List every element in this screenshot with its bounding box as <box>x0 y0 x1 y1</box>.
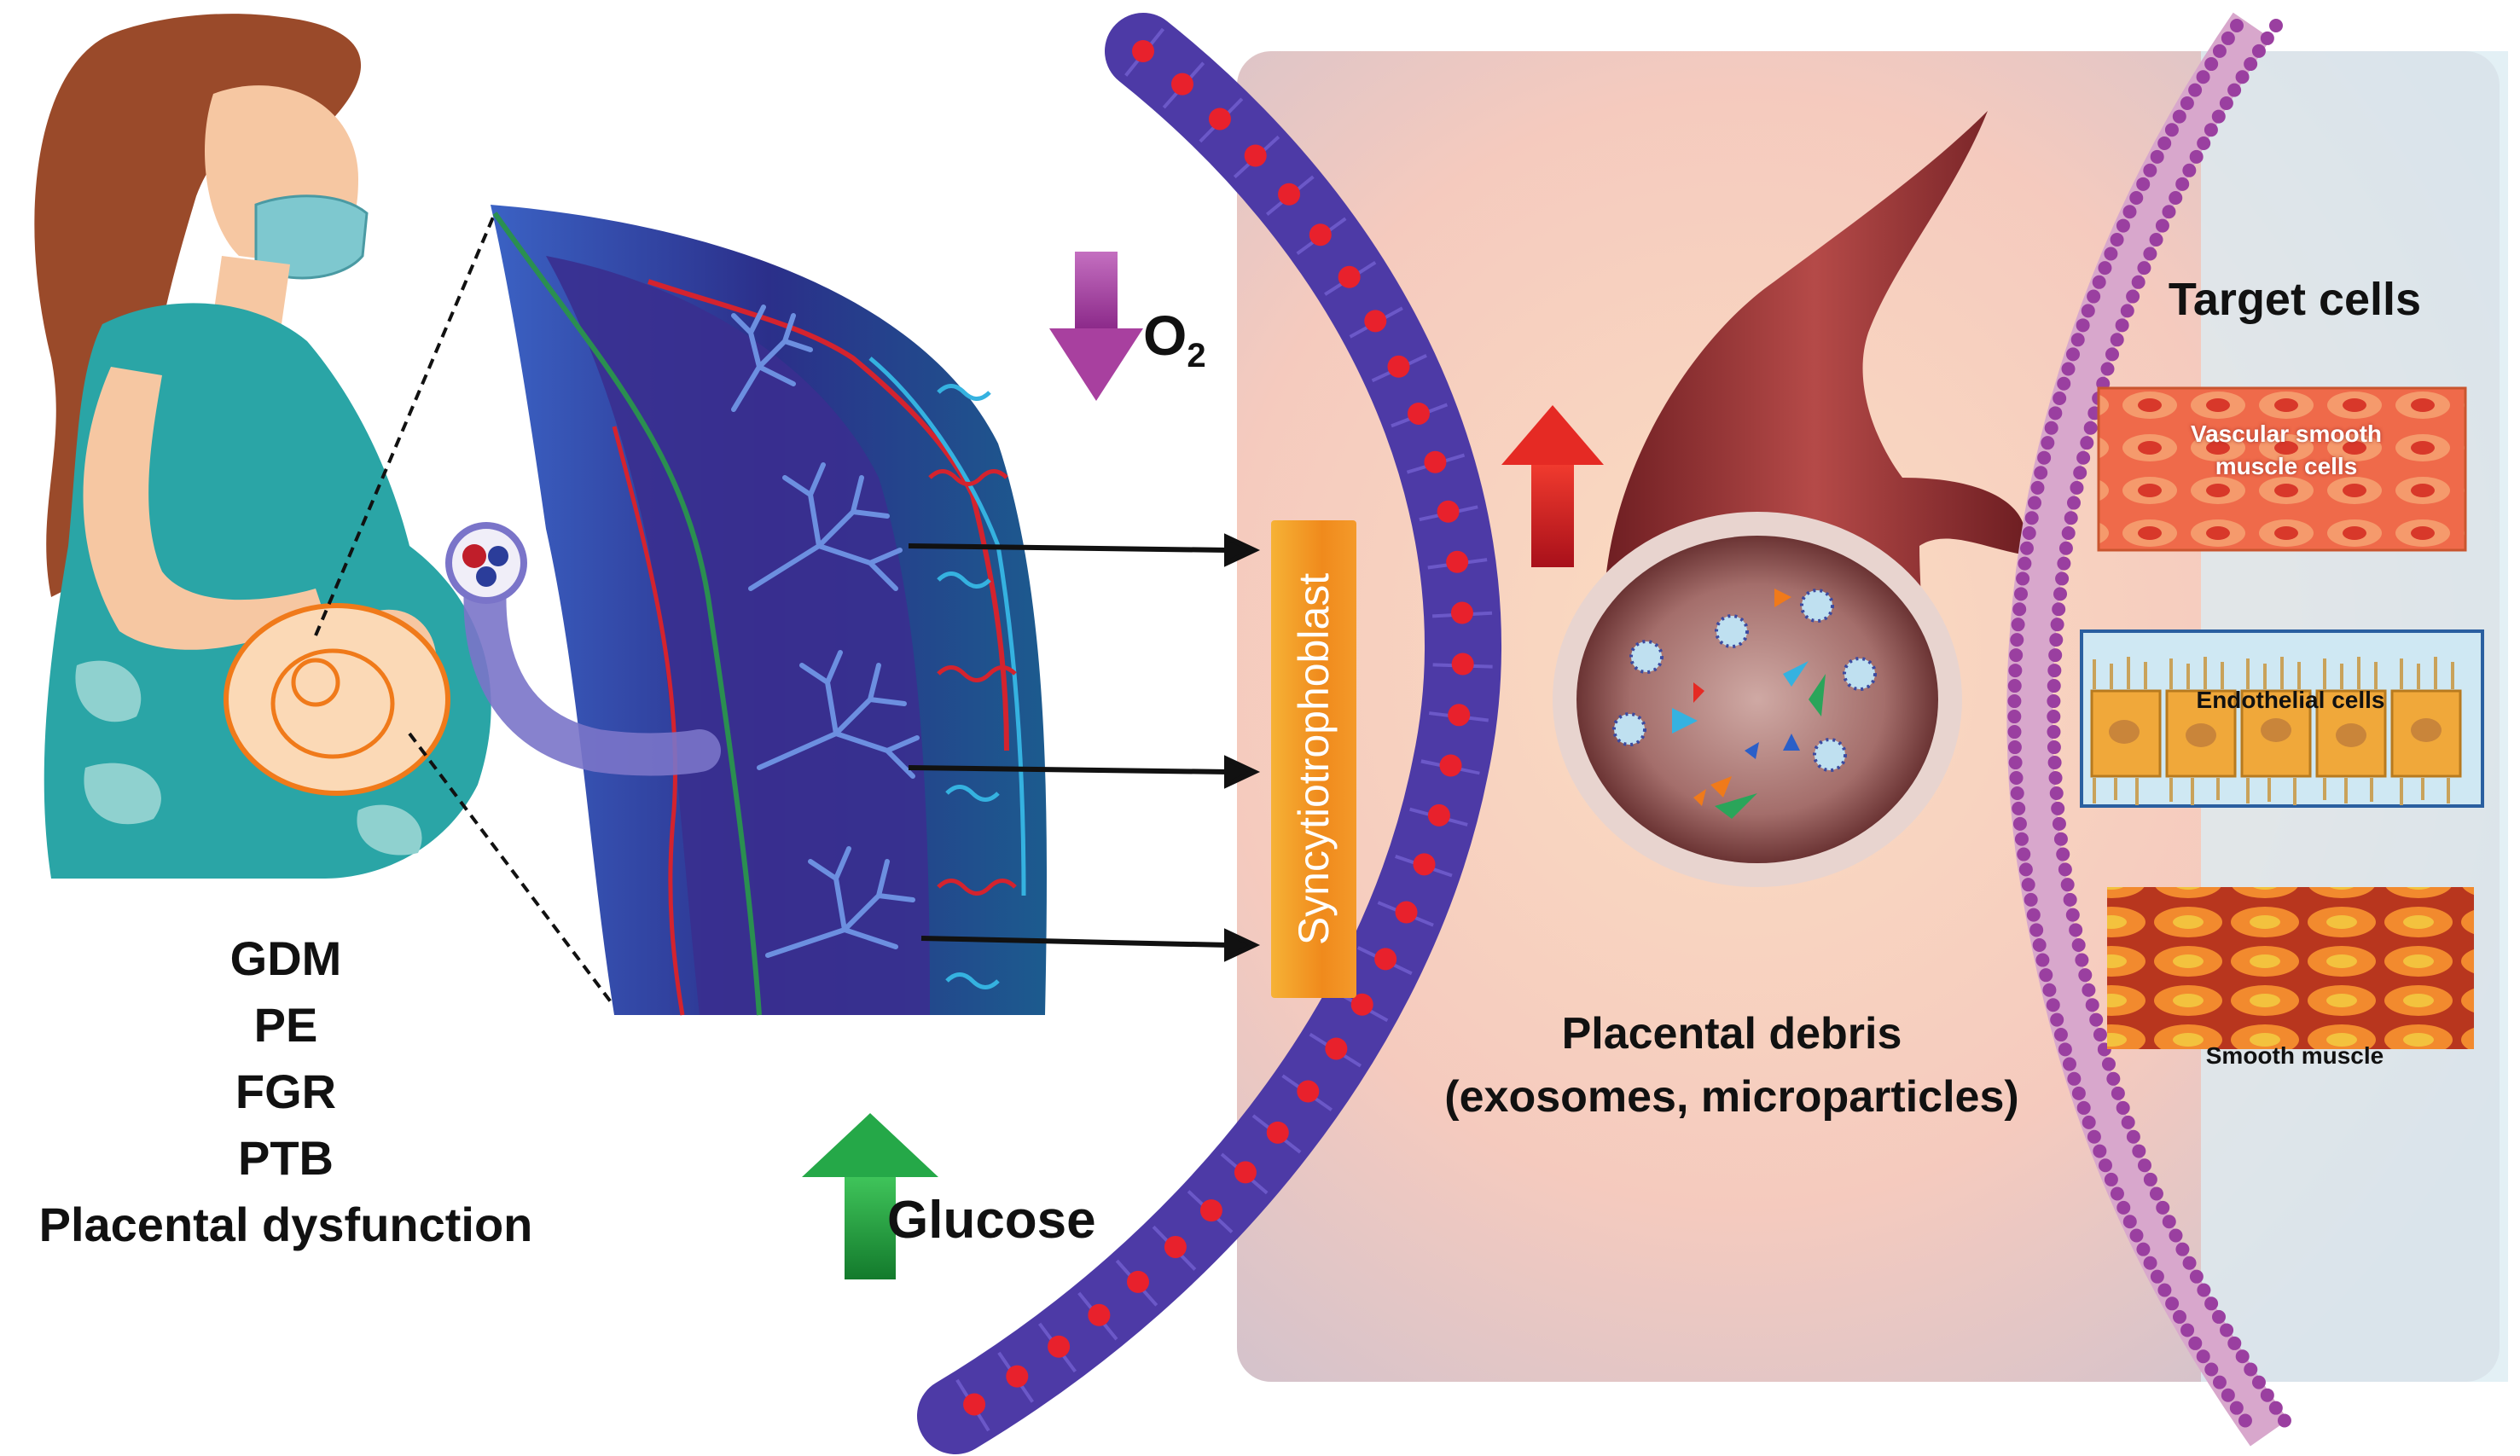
glucose-increase-arrow <box>802 1113 938 1279</box>
syncytiotrophoblast-box: Syncytiotrophoblast <box>1271 520 1356 998</box>
oxygen-symbol: O <box>1143 304 1187 367</box>
pregnant-woman-illustration <box>34 14 491 879</box>
vascular-smooth-muscle-line2: muscle cells <box>2215 453 2358 479</box>
squiggle-vessels <box>928 384 1017 989</box>
decidua-line <box>492 212 762 1016</box>
vascular-smooth-muscle-panel <box>2097 386 2467 552</box>
target-cells-title: Target cells <box>2168 274 2422 325</box>
endothelial-cells-label: Endothelial cells <box>2196 687 2385 713</box>
blood-vessel <box>1553 111 2026 887</box>
arrows-to-syncytiotrophoblast <box>908 533 1261 962</box>
uterus-icon <box>224 603 450 796</box>
vessel-lumen <box>1576 536 1938 863</box>
maternal-vessel-2 <box>612 426 685 1016</box>
vascular-smooth-muscle-label: Vascular smooth muscle cells <box>2099 418 2474 483</box>
smooth-muscle-label: Smooth muscle <box>2205 1042 2384 1069</box>
condition-fgr: FGR <box>235 1064 337 1118</box>
microparticles <box>1672 589 1826 819</box>
fetus-icon <box>270 648 395 759</box>
glucose-label: Glucose <box>887 1191 1096 1250</box>
placenta-inner-layer <box>546 256 930 1015</box>
membrane-stripe <box>2006 12 2289 1447</box>
trophoblast-cell-layer <box>917 13 1501 1454</box>
placental-debris-line1: Placental debris <box>1561 1009 1902 1059</box>
placental-debris-line2: (exosomes, microparticles) <box>1444 1072 2019 1122</box>
target-cell-panels <box>2080 386 2484 1049</box>
zoom-line-top <box>314 212 496 636</box>
condition-pe: PE <box>253 998 318 1052</box>
arm <box>83 367 324 650</box>
oxygen-label: O2 <box>1143 303 1206 375</box>
membrane-heads-left <box>2007 19 2261 1440</box>
umbilical-cord <box>445 522 721 776</box>
placenta-cross-section <box>491 205 1047 1016</box>
exosome-particles <box>1612 589 1877 772</box>
oxygen-decrease-arrow <box>1049 252 1143 401</box>
endothelial-cells <box>2090 657 2462 805</box>
condition-ptb: PTB <box>238 1131 334 1185</box>
condition-placental-dysfunction: Placental dysfunction <box>38 1198 533 1251</box>
zoom-line-bottom <box>408 732 616 1008</box>
membrane-heads-right <box>2047 19 2300 1440</box>
red-increase-arrow <box>1501 405 1604 567</box>
oxygen-subscript: 2 <box>1187 337 1206 375</box>
condition-gdm: GDM <box>229 931 342 985</box>
villous-trees <box>731 305 920 958</box>
fetus-head <box>291 658 340 707</box>
cord-cross-section <box>445 522 527 604</box>
vascular-smooth-muscle-line1: Vascular smooth <box>2190 421 2383 447</box>
syncytiotrophoblast-label: Syncytiotrophoblast <box>1290 572 1338 946</box>
placental-debris-label: Placental debris (exosomes, microparticl… <box>1408 1002 2056 1128</box>
dress-pattern <box>75 660 422 856</box>
lipid-bilayer-membrane <box>2006 12 2300 1447</box>
trophoblast-nuclei <box>944 40 1474 1427</box>
smooth-muscle-panel <box>2107 887 2474 1049</box>
blue-vessel <box>868 357 1026 896</box>
